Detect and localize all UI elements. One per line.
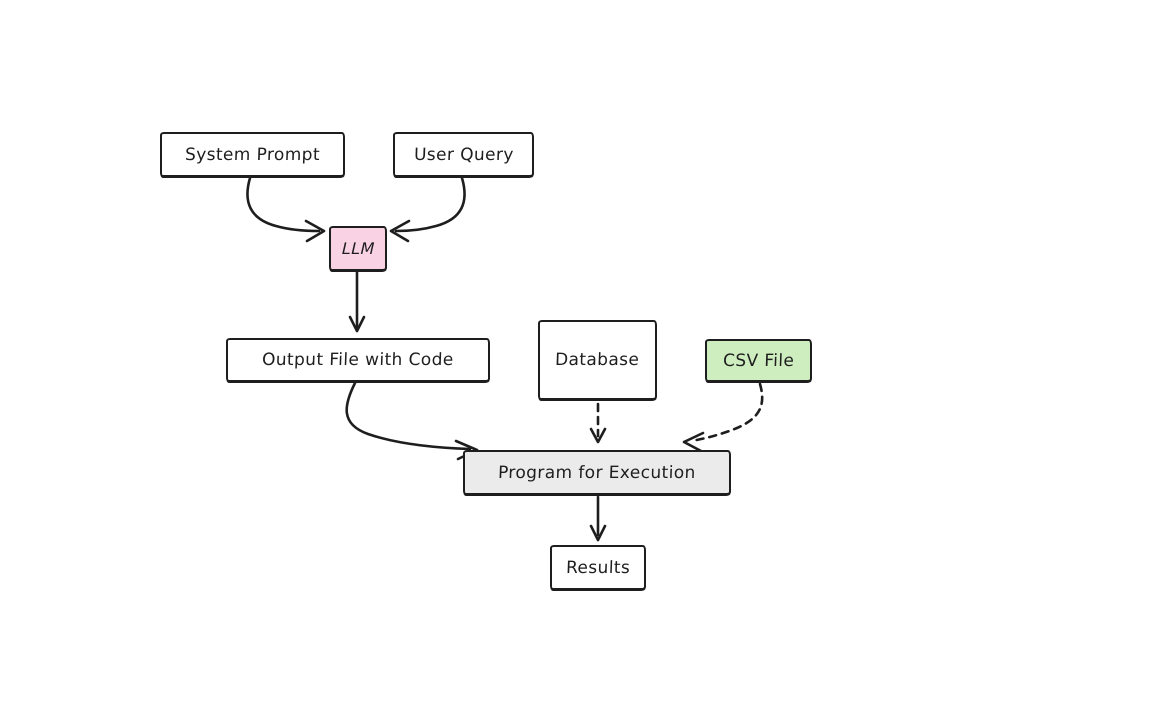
node-llm-label: LLM (341, 239, 375, 258)
arrow-llm-to-output-file (348, 270, 366, 333)
node-csv-file: CSV File (705, 339, 812, 382)
node-program-for-execution: Program for Execution (463, 450, 731, 495)
node-results-label: Results (565, 557, 631, 578)
node-user-query-label: User Query (413, 144, 514, 165)
node-output-file-label: Output File with Code (261, 350, 455, 370)
arrow-csv-file-to-program (682, 382, 764, 453)
node-output-file-with-code: Output File with Code (226, 338, 490, 382)
arrow-database-to-program (589, 402, 607, 444)
arrow-user-query-to-llm (389, 176, 466, 243)
arrow-output-file-to-program (345, 381, 479, 461)
node-database-label: Database (554, 350, 641, 370)
node-results: Results (550, 545, 646, 590)
node-database: Database (538, 320, 657, 400)
node-system-prompt: System Prompt (160, 132, 345, 177)
node-system-prompt-label: System Prompt (184, 144, 321, 165)
arrow-program-to-results (589, 495, 607, 542)
node-llm: LLM (329, 226, 387, 271)
node-user-query: User Query (393, 132, 534, 177)
node-program-label: Program for Execution (497, 462, 697, 483)
arrow-system-prompt-to-llm (246, 176, 326, 243)
node-csv-file-label: CSV File (722, 350, 795, 371)
